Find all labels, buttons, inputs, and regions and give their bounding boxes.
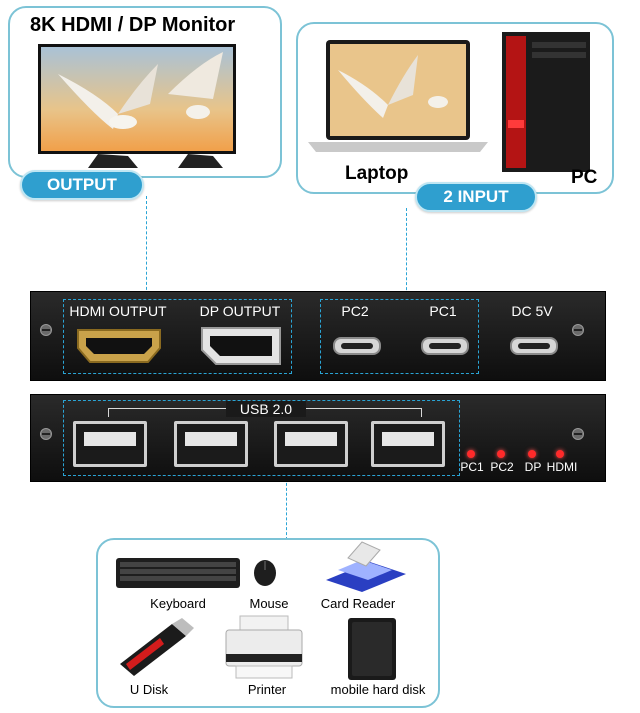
input-connector [406, 208, 407, 300]
usb-port-2 [174, 421, 248, 467]
mouse-icon [254, 560, 276, 586]
pc2-led [497, 450, 505, 458]
screw-icon [40, 428, 52, 440]
printer-icon [225, 615, 303, 679]
output-badge: OUTPUT [20, 170, 144, 200]
screw-icon [40, 324, 52, 336]
pc1-label: PC1 [429, 303, 457, 319]
dp-led [528, 450, 536, 458]
output-connector [146, 196, 147, 300]
screw-icon [572, 428, 584, 440]
dp-port-icon [201, 327, 281, 365]
hdmi-output-label: HDMI OUTPUT [69, 303, 167, 319]
u-disk-label: U Disk [129, 682, 169, 697]
mouse-label: Mouse [249, 596, 289, 611]
usb-connector [286, 478, 287, 540]
usb-2-label: USB 2.0 [226, 401, 306, 417]
input-port-group [320, 299, 479, 374]
usb-port-4 [371, 421, 445, 467]
output-port-group [63, 299, 292, 374]
hard-disk-icon [348, 618, 396, 680]
printer-label: Printer [247, 682, 287, 697]
dc-5v-port [510, 337, 558, 355]
pc2-led-label: PC2 [490, 460, 514, 474]
input-badge: 2 INPUT [415, 182, 537, 212]
pc2-typec-port [333, 337, 381, 355]
screw-icon [572, 324, 584, 336]
hdmi-led-label: HDMI [546, 460, 578, 474]
keyboard-label: Keyboard [150, 596, 206, 611]
monitor-title: 8K HDMI / DP Monitor [30, 14, 236, 36]
pc-tower-image [502, 32, 590, 172]
hard-disk-label: mobile hard disk [330, 682, 426, 697]
pc-label: PC [571, 167, 598, 188]
monitor-image [38, 44, 236, 168]
hdmi-led [556, 450, 564, 458]
pc1-typec-port [421, 337, 469, 355]
pc1-led-label: PC1 [460, 460, 484, 474]
usb-port-3 [274, 421, 348, 467]
dc-5v-label: DC 5V [511, 303, 553, 319]
hdmi-port-icon [77, 329, 161, 363]
usb-port-group [63, 400, 460, 476]
usb-port-1 [73, 421, 147, 467]
laptop-image [308, 40, 488, 152]
dp-output-label: DP OUTPUT [199, 303, 281, 319]
dp-led-label: DP [524, 460, 542, 474]
keyboard-icon [116, 558, 240, 588]
u-disk-icon [120, 618, 194, 676]
pc1-led [467, 450, 475, 458]
card-reader-icon [326, 541, 406, 592]
card-reader-label: Card Reader [320, 596, 396, 611]
pc2-label: PC2 [341, 303, 369, 319]
laptop-label: Laptop [345, 163, 409, 184]
